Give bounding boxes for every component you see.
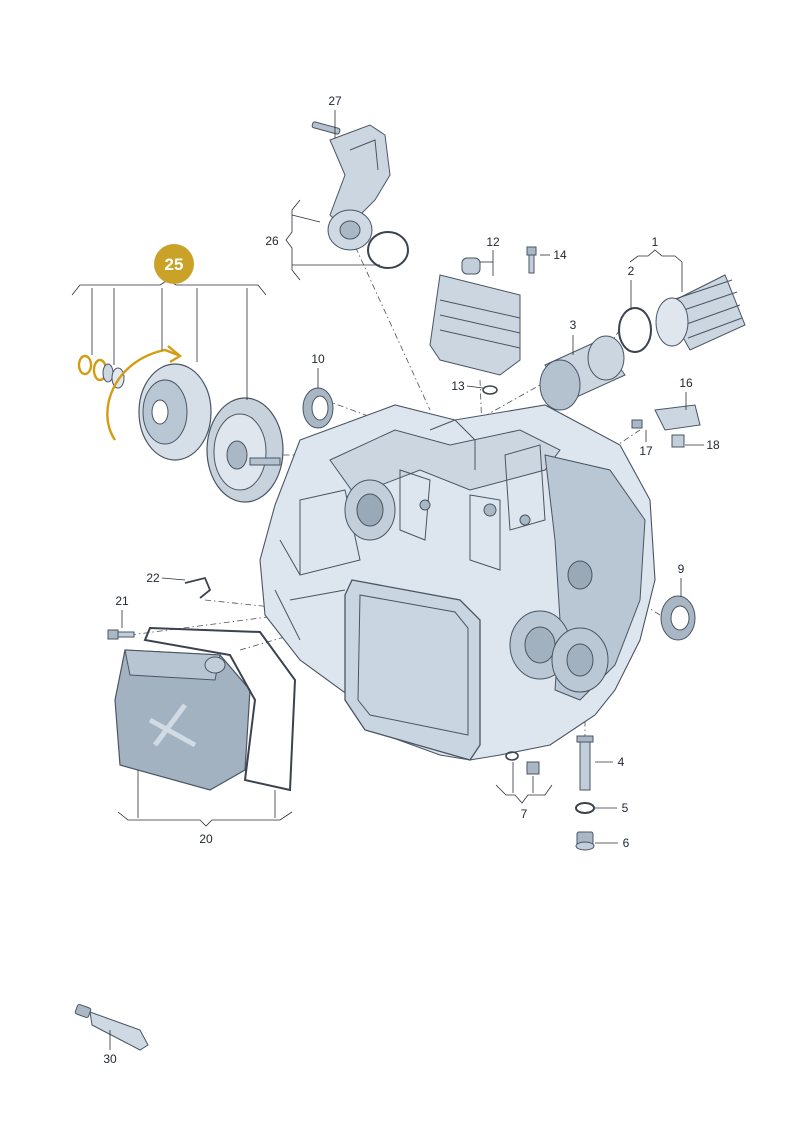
badge-25[interactable]: 25 [154, 244, 194, 284]
callout-30[interactable]: 30 [103, 1052, 117, 1066]
bolt-14 [526, 246, 537, 274]
dipstick-tube-4 [576, 735, 594, 791]
callout-5[interactable]: 5 [622, 801, 629, 815]
sealant-tube-30 [74, 1003, 149, 1051]
callout-14[interactable]: 14 [553, 248, 567, 262]
callout-7[interactable]: 7 [521, 807, 528, 821]
callout-13[interactable]: 13 [451, 379, 465, 393]
oil-cooler-12 [429, 257, 521, 395]
callout-12[interactable]: 12 [486, 235, 500, 249]
callout-1[interactable]: 1 [652, 235, 659, 249]
callout-9[interactable]: 9 [678, 562, 685, 576]
seal-ring-5 [575, 802, 595, 814]
callout-20[interactable]: 20 [199, 832, 213, 846]
filter-3 [539, 335, 626, 411]
clip-22 [184, 576, 212, 599]
seal-10 [302, 387, 334, 429]
filter-housing-1 [618, 274, 746, 353]
callout-6[interactable]: 6 [623, 836, 630, 850]
clutch-assembly-25 [77, 345, 284, 503]
callout-17[interactable]: 17 [639, 444, 653, 458]
badge-label: 25 [165, 255, 184, 274]
seal-9 [660, 595, 696, 641]
plug-and-seal-7 [505, 751, 540, 775]
callout-22[interactable]: 22 [146, 571, 160, 585]
bracket-assembly-26-27 [311, 121, 409, 269]
callout-21[interactable]: 21 [115, 594, 129, 608]
callout-4[interactable]: 4 [618, 755, 625, 769]
callout-26[interactable]: 26 [265, 234, 279, 248]
callout-2[interactable]: 2 [628, 264, 635, 278]
drain-plug-6 [575, 831, 595, 851]
callout-16[interactable]: 16 [679, 376, 693, 390]
callout-labels: 27 26 12 14 1 2 3 10 13 16 17 18 9 22 21… [103, 94, 720, 1066]
callout-3[interactable]: 3 [570, 318, 577, 332]
sensor-group-16-17-18 [631, 404, 701, 448]
leader-lines [71, 110, 704, 1050]
oil-pan-20 [114, 626, 297, 792]
callout-18[interactable]: 18 [706, 438, 720, 452]
callout-10[interactable]: 10 [311, 352, 325, 366]
bolt-21 [107, 629, 135, 640]
callout-27[interactable]: 27 [328, 94, 342, 108]
transmission-housing [259, 404, 656, 761]
